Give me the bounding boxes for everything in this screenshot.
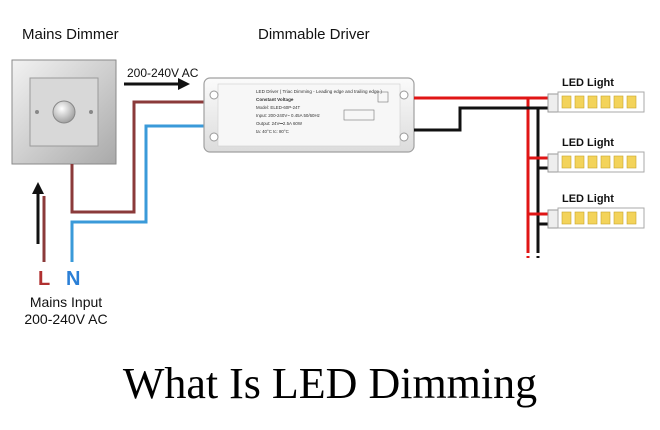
mains-input-label: Mains Input 200-240V AC (12, 294, 120, 328)
live-label: L (38, 268, 51, 290)
driver-text-1: LED Driver ( Triac Dimming - Leading edg… (256, 89, 382, 94)
symbol-icon (377, 91, 389, 103)
neutral-label: N (66, 268, 81, 290)
certification-icons (343, 109, 375, 121)
driver-text-2: Constant Voltage (256, 97, 294, 102)
led-strip-1 (547, 91, 645, 113)
voltage-top-label: 200-240V AC (127, 66, 199, 80)
page-title: What Is LED Dimming (122, 359, 538, 408)
dimmable-driver-label: Dimmable Driver (258, 26, 370, 43)
led-light-label-1: LED Light (562, 77, 614, 89)
driver-text-6: ta: 40°C tc: 80°C (256, 129, 289, 134)
mains-input-line1: Mains Input (29, 294, 103, 310)
driver-text-5: Output: 24V⎓2.5A 60W (256, 121, 303, 126)
led-light-label-2: LED Light (562, 137, 614, 149)
ac-arrow (124, 78, 190, 90)
dimmer-knob (52, 100, 76, 124)
continuation-dashes (526, 244, 540, 258)
negative-wire (414, 106, 540, 250)
mains-input-line2: 200-240V AC (24, 311, 108, 327)
led-strip-2 (547, 151, 645, 173)
driver-text-4: Input: 200-240V~ 0.45A 50/60Hz (256, 113, 320, 118)
positive-wire (414, 96, 530, 250)
live-wire (42, 100, 204, 262)
input-arrow (32, 182, 44, 244)
led-driver: LED Driver ( Triac Dimming - Leading edg… (203, 77, 415, 153)
neutral-wire (70, 124, 206, 262)
driver-text-3: Model: ELED-60P-24T (256, 105, 300, 110)
mains-dimmer-label: Mains Dimmer (22, 26, 119, 43)
dimmer-switch (11, 59, 117, 165)
led-strip-3 (547, 207, 645, 229)
led-light-label-3: LED Light (562, 193, 614, 205)
